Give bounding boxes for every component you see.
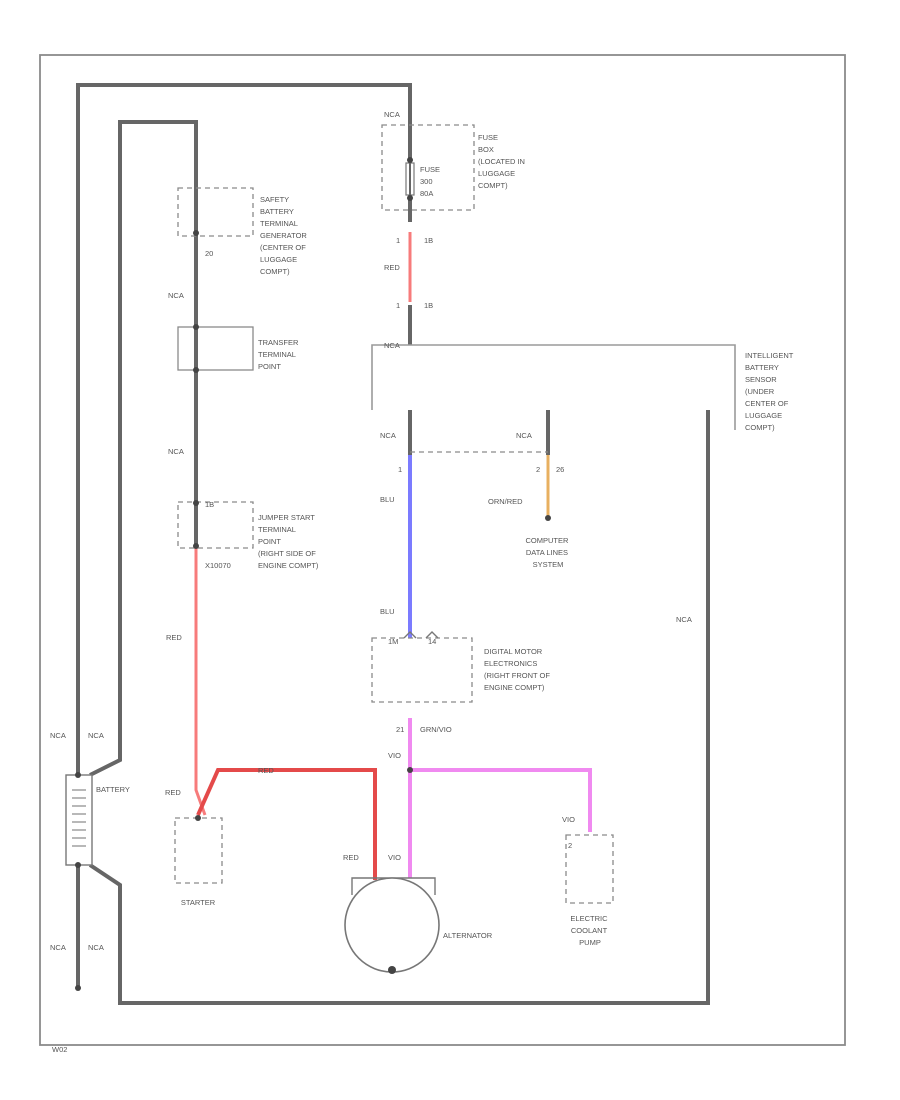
fuse-box-label: FUSE BOX (LOCATED IN LUGGAGE COMPT) — [478, 133, 527, 190]
safety-terminal-label: SAFETY BATTERY TERMINAL GENERATOR (CENTE… — [260, 195, 309, 276]
fuse-box-outline — [381, 124, 475, 211]
wire-label-nca: NCA — [384, 110, 400, 119]
sensor-outline — [371, 344, 736, 430]
wire-label-red: RED — [166, 633, 182, 642]
wire-vio-to-coolant-pump — [410, 768, 592, 832]
diagram-border — [39, 54, 846, 1046]
alternator-symbol — [344, 877, 440, 973]
jumper-start-outline — [177, 501, 254, 549]
pin-label: 14 — [428, 637, 436, 646]
wire-label-red: RED — [258, 766, 274, 775]
wire-label-red: RED — [165, 788, 181, 797]
wire-label-vio: VIO — [388, 751, 401, 760]
wire-label-nca: NCA — [168, 291, 184, 300]
pin-label: 26 — [556, 465, 564, 474]
wire-label-vio: VIO — [562, 815, 575, 824]
jumper-start-label: JUMPER START TERMINAL POINT (RIGHT SIDE … — [258, 513, 319, 570]
pin-label: 20 — [205, 249, 213, 258]
transfer-point-box — [177, 326, 254, 371]
wire-label-blu: BLU — [380, 607, 395, 616]
battery-symbol — [65, 774, 93, 866]
pin-label: 1 — [396, 236, 400, 245]
pin-label: 1B — [205, 500, 214, 509]
wire-red-starter-to-alternator — [196, 768, 377, 880]
pin-label: 1 — [398, 465, 402, 474]
wire-label-red: RED — [343, 853, 359, 862]
pin-label: 1B — [424, 301, 433, 310]
pin-label: 1B — [424, 236, 433, 245]
pin-label: 1 — [396, 301, 400, 310]
dme-pin-14 — [425, 631, 439, 639]
pin-label: X10070 — [205, 561, 231, 570]
alternator-label: ALTERNATOR — [443, 931, 493, 940]
wire-nca-inner-loop — [89, 120, 198, 777]
wire-label-nca: NCA — [50, 943, 66, 952]
transfer-point-label: TRANSFER TERMINAL POINT — [258, 338, 301, 371]
pin-label: 2 — [536, 465, 540, 474]
wire-nca-ground-return — [88, 410, 710, 1005]
wire-label-red: RED — [384, 263, 400, 272]
starter-label: STARTER — [181, 898, 216, 907]
wire-label-nca: NCA — [384, 341, 400, 350]
dme-label: DIGITAL MOTOR ELECTRONICS (RIGHT FRONT O… — [484, 647, 552, 692]
coolant-pump-outline — [565, 834, 614, 904]
wire-label-nca: NCA — [676, 615, 692, 624]
battery-cells-icon — [72, 789, 86, 847]
wire-label-orn-red: ORN/RED — [488, 497, 523, 506]
splice-dots — [75, 157, 551, 991]
wire-label-vio: VIO — [388, 853, 401, 862]
wire-label-nca: NCA — [516, 431, 532, 440]
wire-label-nca: NCA — [380, 431, 396, 440]
computer-data-label: COMPUTER DATA LINES SYSTEM — [525, 536, 570, 569]
wire-label-nca: NCA — [88, 943, 104, 952]
safety-terminal-outline — [177, 187, 254, 237]
wire-label-nca: NCA — [88, 731, 104, 740]
wire-label-blu: BLU — [380, 495, 395, 504]
wire-label-grn-vio: GRN/VIO — [420, 725, 452, 734]
starter-outline — [174, 817, 223, 884]
pin-label: 2 — [568, 841, 572, 850]
wire-nca-outer-loop — [76, 83, 412, 775]
intelligent-sensor-label: INTELLIGENT BATTERY SENSOR (UNDER CENTER… — [745, 351, 795, 432]
battery-label: BATTERY — [96, 785, 130, 794]
wire-red-jumper-to-starter — [194, 548, 207, 816]
pin-label: 1M — [388, 637, 398, 646]
wire-label-nca: NCA — [168, 447, 184, 456]
pin-label: 21 — [396, 725, 404, 734]
dme-pin-1m — [403, 631, 417, 639]
dme-outline — [371, 637, 473, 703]
coolant-pump-label: ELECTRIC COOLANT PUMP — [570, 914, 609, 947]
wire-label-nca: NCA — [50, 731, 66, 740]
fuse-label: FUSE 300 80A — [420, 165, 442, 198]
diagram-id: W02 — [52, 1045, 67, 1054]
